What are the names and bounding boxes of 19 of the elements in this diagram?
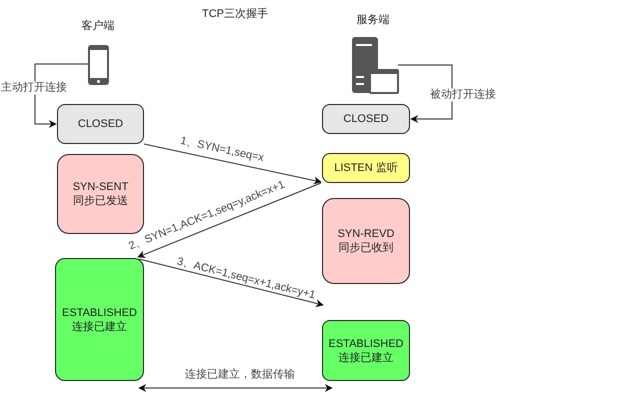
arrow [138, 384, 333, 392]
arrow [138, 258, 324, 308]
edge-label: 主动打开连接 [0, 82, 68, 94]
edge-label: 连接已建立，数据传输 [184, 368, 296, 382]
state-box: ESTABLISHED 连接已建立 [55, 258, 144, 381]
edge-label: 被动打开连接 [429, 88, 497, 102]
state-box: CLOSED [322, 104, 410, 134]
arrow [398, 64, 452, 123]
device-label: 服务端 [356, 13, 390, 27]
arrow [137, 182, 322, 258]
state-box: SYN-REVD 同步已收到 [322, 198, 410, 284]
arrow [34, 64, 88, 128]
state-box: CLOSED [57, 104, 144, 144]
state-box: LISTEN 监听 [322, 153, 410, 183]
state-box: ESTABLISHED 连接已建立 [322, 320, 410, 381]
arrow [144, 144, 322, 184]
state-box: SYN-SENT 同步已发送 [57, 154, 144, 234]
device-label: 客户端 [80, 18, 116, 33]
title: TCP三次握手 [202, 7, 268, 21]
